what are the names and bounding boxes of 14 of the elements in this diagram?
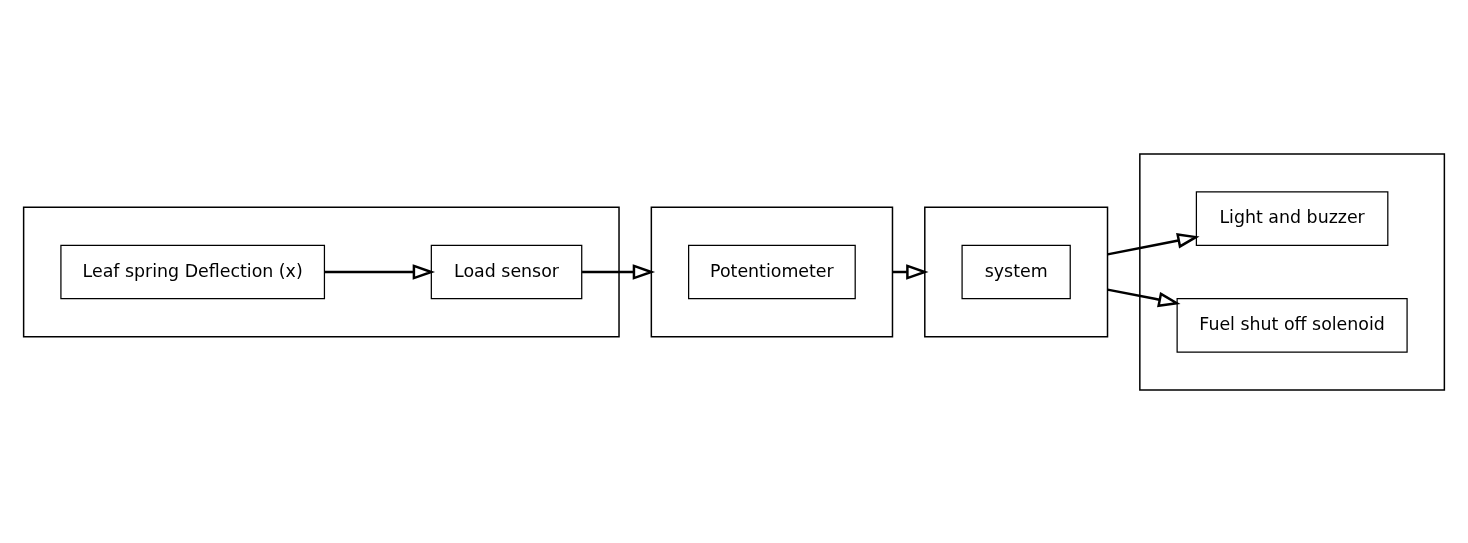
arrow (1107, 232, 1200, 256)
cluster (1139, 152, 1446, 391)
node-box: Fuel shut off solenoid (1176, 297, 1408, 353)
cluster (924, 206, 1109, 337)
arrow (582, 263, 656, 280)
node-box: Load sensor (430, 244, 583, 299)
node-box: system (961, 244, 1071, 299)
arrow (324, 263, 436, 280)
node-box: Leaf spring Deflection (x) (60, 244, 326, 299)
node-box: Potentiometer (688, 244, 856, 299)
cluster (650, 206, 894, 337)
node-box: Light and buzzer (1195, 190, 1389, 246)
arrow (1107, 287, 1181, 307)
cluster (22, 206, 620, 337)
